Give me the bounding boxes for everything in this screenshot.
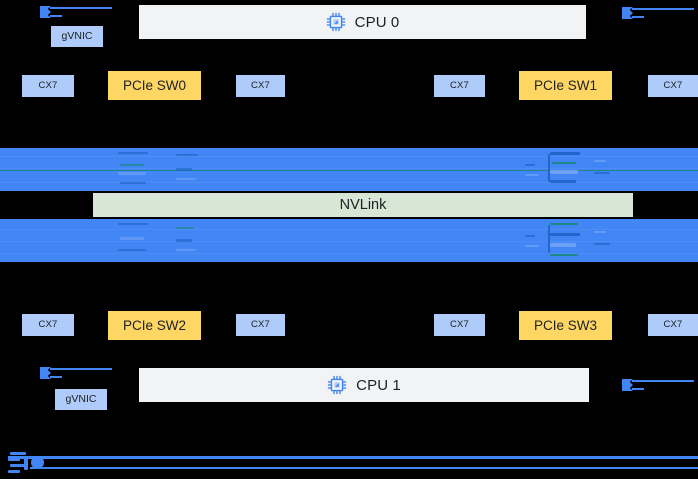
pcie-switch-label: PCIe SW2 xyxy=(122,317,187,333)
nvlink-bar[interactable]: NVLink xyxy=(93,193,633,217)
gpu-glyph-cluster xyxy=(118,223,152,259)
pcie-switch-2[interactable]: PCIe SW2 xyxy=(108,311,201,340)
cx7-box-4[interactable]: CX7 xyxy=(22,314,74,336)
cpu-1-box[interactable]: CPU 1 xyxy=(139,368,589,402)
pcie-switch-1[interactable]: PCIe SW1 xyxy=(519,71,612,100)
cpu-0-label: CPU 0 xyxy=(354,13,400,31)
pcie-switch-3[interactable]: PCIe SW3 xyxy=(519,311,612,340)
cx7-label: CX7 xyxy=(250,319,271,331)
cpu-0-box[interactable]: CPU 0 xyxy=(139,5,586,39)
cx7-box-3[interactable]: CX7 xyxy=(648,75,698,97)
network-bus-node xyxy=(31,456,44,469)
gpu-glyph-cluster xyxy=(548,150,588,190)
pcie-switch-label: PCIe SW0 xyxy=(122,77,187,93)
network-bus-line xyxy=(8,456,698,459)
network-link-icon-bottom-left xyxy=(40,367,112,381)
cx7-label: CX7 xyxy=(449,319,470,331)
pcie-switch-label: PCIe SW3 xyxy=(533,317,598,333)
gvnic-box-bottom[interactable]: gVNIC xyxy=(55,389,107,410)
pcie-switch-label: PCIe SW1 xyxy=(533,77,598,93)
gpu-glyph-cluster xyxy=(118,152,152,188)
gpu-glyph-cluster xyxy=(594,156,618,182)
pcie-switch-0[interactable]: PCIe SW0 xyxy=(108,71,201,100)
gpu-band-top xyxy=(0,148,698,191)
cx7-label: CX7 xyxy=(38,80,58,92)
cpu-1-label: CPU 1 xyxy=(356,376,401,394)
cpu-chip-icon xyxy=(327,375,347,395)
cx7-box-5[interactable]: CX7 xyxy=(236,314,285,336)
gpu-glyph-cluster xyxy=(548,221,588,261)
gpu-glyph-cluster xyxy=(594,227,618,253)
gpu-glyph-cluster xyxy=(176,154,202,184)
gvnic-box-top[interactable]: gVNIC xyxy=(51,26,103,47)
cx7-box-0[interactable]: CX7 xyxy=(22,75,74,97)
gpu-glyph-cluster xyxy=(176,225,202,255)
cx7-box-6[interactable]: CX7 xyxy=(434,314,485,336)
cx7-label: CX7 xyxy=(663,319,683,331)
gpu-band-bottom xyxy=(0,219,698,262)
cx7-box-1[interactable]: CX7 xyxy=(236,75,285,97)
nvlink-label: NVLink xyxy=(339,196,387,213)
network-bus-line-2 xyxy=(30,467,698,469)
cx7-box-2[interactable]: CX7 xyxy=(434,75,485,97)
cx7-box-7[interactable]: CX7 xyxy=(648,314,698,336)
network-link-icon xyxy=(40,6,112,20)
network-bus-icon xyxy=(8,450,38,478)
cx7-label: CX7 xyxy=(250,80,271,92)
cx7-label: CX7 xyxy=(38,319,58,331)
gpu-glyph-cluster xyxy=(525,225,549,257)
network-link-icon-top-right xyxy=(622,7,694,21)
gpu-glyph-cluster xyxy=(525,154,549,186)
cx7-label: CX7 xyxy=(663,80,683,92)
cx7-label: CX7 xyxy=(449,80,470,92)
gvnic-label: gVNIC xyxy=(61,30,93,43)
gvnic-label: gVNIC xyxy=(65,393,97,406)
cpu-chip-icon xyxy=(326,12,346,32)
network-link-icon-bottom-right xyxy=(622,379,694,393)
